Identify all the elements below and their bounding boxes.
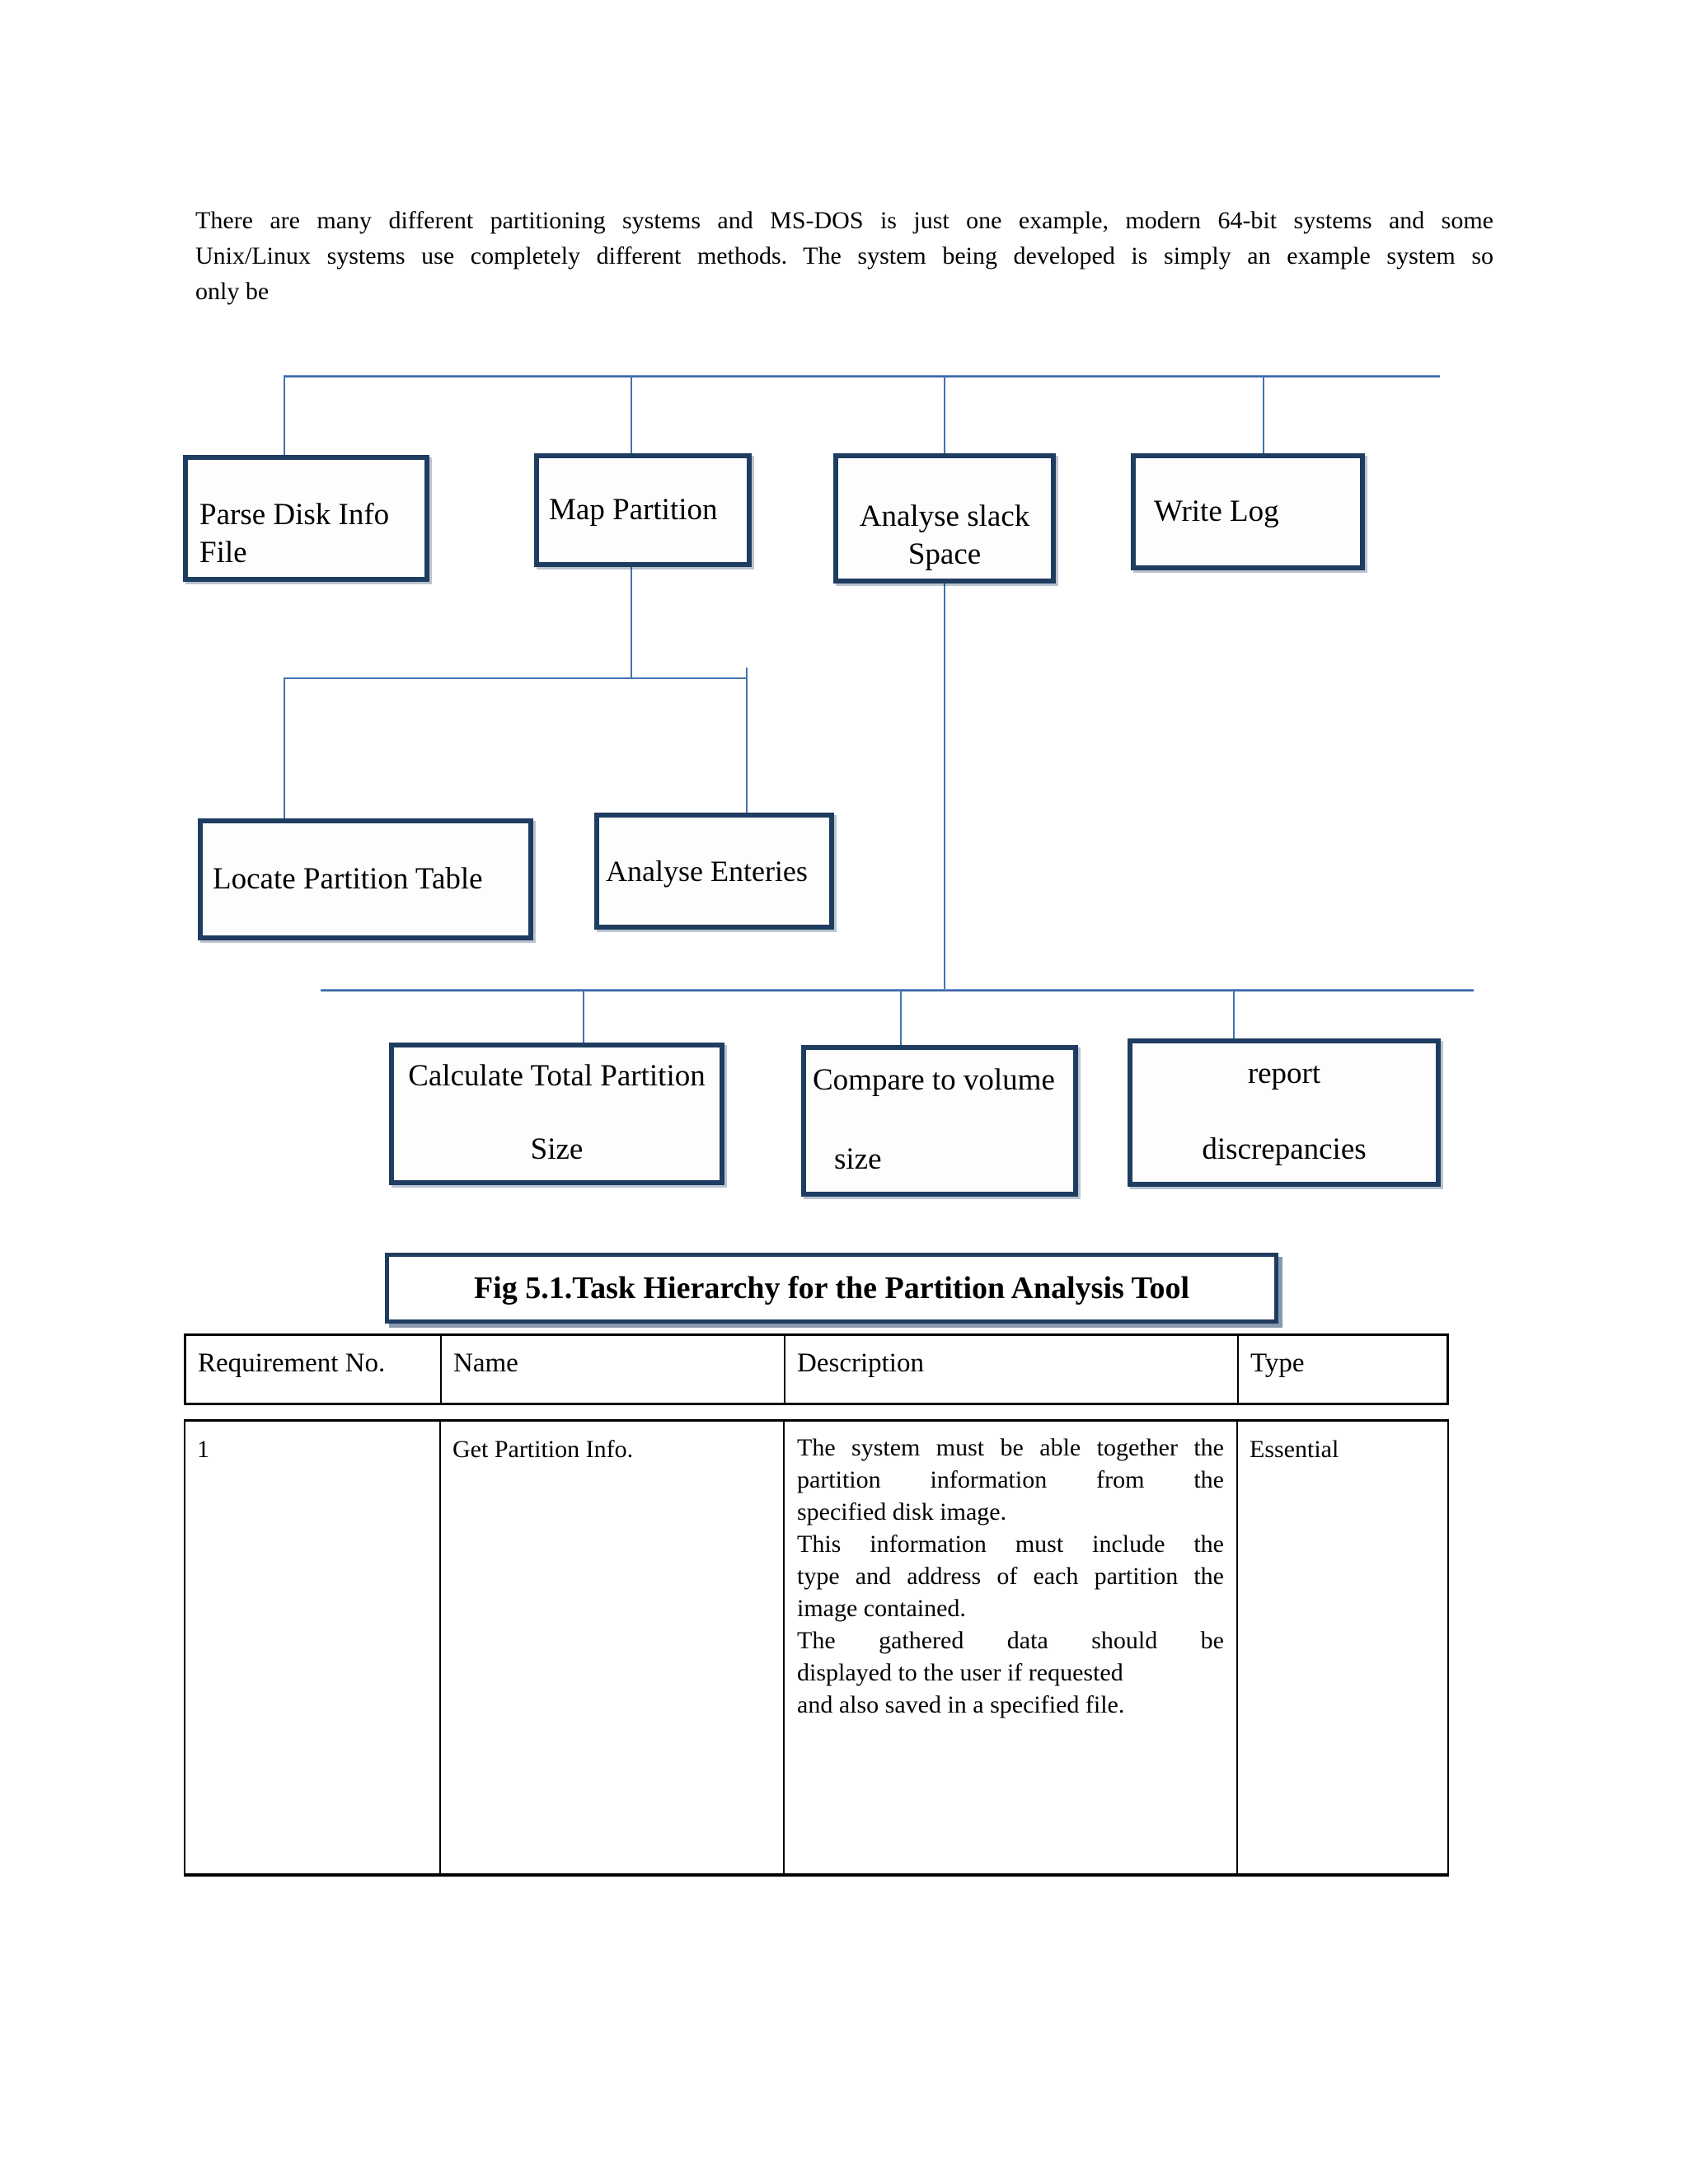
header-cell-name: Name	[440, 1336, 784, 1403]
connector-drop-enteries	[746, 668, 748, 813]
text-line: displayed to the user if requested	[797, 1659, 1123, 1686]
text-line: Unix/Linux systems use completely differ…	[195, 242, 1493, 269]
diagram-box-map-partition: Map Partition	[534, 453, 752, 567]
diagram-box-locate-partition-table: Locate Partition Table	[198, 818, 533, 940]
text-line: only be	[195, 278, 270, 305]
text-line: This information must include the	[797, 1530, 1224, 1558]
text-line: There are many different partitioning sy…	[195, 207, 1493, 234]
diagram-box-analyse-enteries: Analyse Enteries	[594, 813, 834, 930]
figure-caption-box: Fig 5.1.Task Hierarchy for the Partition…	[385, 1253, 1278, 1324]
connector-drop-write-log	[1263, 376, 1264, 453]
diagram-box-label-line1: Calculate Total Partition	[408, 1059, 706, 1093]
cell-type: Essential	[1236, 1422, 1447, 1873]
cell-name: Get Partition Info.	[439, 1422, 783, 1873]
connector-slack-down	[944, 583, 945, 991]
diagram-box-label-line2: size	[834, 1142, 882, 1176]
connector-drop-parse	[284, 376, 285, 455]
text-line: image contained.	[797, 1595, 966, 1622]
connector-drop-locate	[284, 677, 285, 818]
connector-level2-horizontal	[284, 677, 748, 679]
connector-level3-horizontal	[321, 989, 1474, 991]
diagram-box-analyse-slack-space: Analyse slack Space	[833, 453, 1056, 583]
connector-top-horizontal	[284, 375, 1440, 377]
diagram-box-label-line2: Size	[530, 1132, 584, 1166]
diagram-box-calculate-total-partition-size: Calculate Total Partition Size	[389, 1043, 724, 1185]
requirements-table-header: Requirement No. Name Description Type	[184, 1333, 1449, 1405]
diagram-box-label: Analyse slack Space	[859, 499, 1030, 571]
diagram-box-label-line1: Compare to volume	[813, 1063, 1055, 1097]
diagram-box-label: Locate Partition Table	[213, 862, 483, 896]
diagram-box-parse-disk-info-file: Parse Disk Info File	[183, 455, 429, 582]
text-line: partition information from the	[797, 1466, 1224, 1493]
connector-drop-compare	[900, 991, 902, 1045]
diagram-box-label: Analyse Enteries	[606, 855, 808, 888]
connector-drop-report	[1233, 991, 1235, 1038]
connector-drop-calculate	[583, 991, 584, 1043]
connector-drop-map	[631, 376, 632, 453]
diagram-box-report-discrepancies: report discrepancies	[1128, 1038, 1441, 1187]
diagram-box-label-line2: discrepancies	[1202, 1132, 1367, 1166]
diagram-box-label: Map Partition	[549, 493, 718, 527]
figure-caption-text: Fig 5.1.Task Hierarchy for the Partition…	[473, 1271, 1190, 1305]
cell-description: The system must be able together the part…	[783, 1422, 1236, 1873]
text-line: specified disk image.	[797, 1498, 1007, 1526]
diagram-box-write-log: Write Log	[1131, 453, 1365, 570]
text-line: type and address of each partition the	[797, 1563, 1224, 1590]
intro-paragraph: There are many different partitioning sy…	[195, 203, 1493, 309]
header-cell-type: Type	[1237, 1336, 1447, 1403]
diagram-box-label: Parse Disk Info File	[199, 498, 390, 569]
diagram-box-compare-to-volume-size: Compare to volume size	[801, 1045, 1078, 1197]
text-line: The system must be able together the	[797, 1434, 1224, 1461]
header-cell-description: Description	[784, 1336, 1237, 1403]
connector-map-down	[631, 567, 632, 677]
diagram-box-label-line1: report	[1247, 1057, 1321, 1090]
diagram-box-label: Write Log	[1154, 494, 1279, 528]
text-line: The gathered data should be	[797, 1627, 1224, 1654]
text-line: and also saved in a specified file.	[797, 1691, 1125, 1718]
cell-requirement-no: 1	[197, 1436, 209, 1463]
connector-drop-analyse-slack	[944, 376, 945, 453]
header-cell-requirement-no: Requirement No.	[198, 1348, 386, 1378]
requirements-table-row: 1 Get Partition Info. The system must be…	[184, 1419, 1449, 1877]
